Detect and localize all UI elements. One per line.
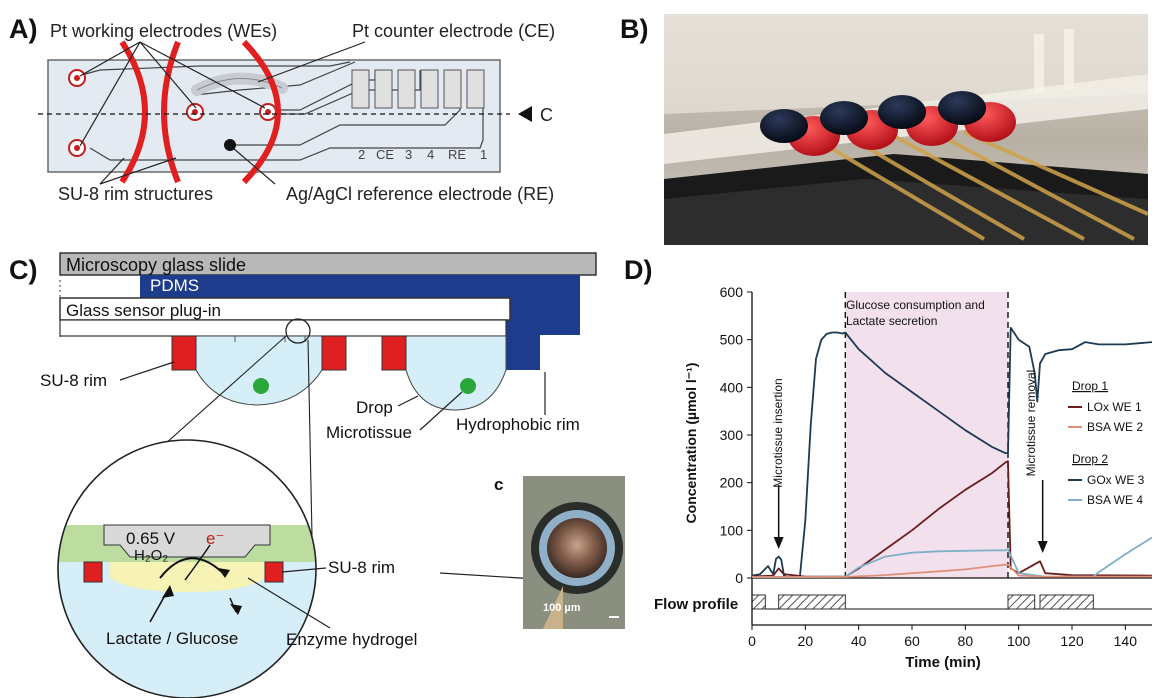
y-tick-label: 400 (720, 379, 744, 395)
zoom-detail (58, 440, 316, 698)
label-drop: Drop (356, 398, 393, 417)
y-tick-label: 500 (720, 332, 744, 348)
insertion-label: Microtissue insertion (771, 378, 785, 487)
legend: Drop 1 LOx WE 1 BSA WE 2 Drop 2 GOx WE 3 BSA … (1068, 379, 1145, 507)
x-tick-label: 120 (1060, 633, 1084, 649)
series-line (752, 563, 1152, 578)
removal-arrowhead (1037, 541, 1048, 553)
inset-micrograph: 100 µm (523, 476, 625, 629)
panel-c-letter: C) (9, 255, 38, 285)
drop-left (195, 335, 323, 406)
x-tick-label: 40 (851, 633, 867, 649)
label-h2o2: H₂O₂ (134, 547, 168, 564)
label-microtissue: Microtissue (326, 423, 412, 442)
panel-d-letter: D) (624, 255, 653, 285)
legend-label: BSA WE 4 (1087, 493, 1143, 507)
flow-block (778, 594, 846, 610)
y-tick-label: 600 (720, 284, 744, 300)
phase-label-1: Glucose consumption and (846, 298, 985, 312)
pad-label-3: 3 (405, 147, 412, 162)
label-su8-rims: SU-8 rim structures (58, 184, 213, 204)
y-tick-label: 100 (720, 522, 744, 538)
label-enzyme-hydrogel: Enzyme hydrogel (286, 630, 417, 649)
pad-label-ce: CE (376, 147, 394, 162)
panel-a-pointers (79, 41, 366, 185)
su8-rim-2 (321, 335, 347, 371)
working-electrodes (68, 69, 277, 157)
label-glass-plugin: Glass sensor plug-in (66, 301, 221, 320)
microtissue-2 (460, 378, 476, 394)
panel-a-chip-diagram: 2 CE 3 4 RE 1 C Pt working electrodes (W… (38, 21, 555, 204)
y-axis-label: Concentration (µmol l⁻¹) (683, 363, 699, 524)
y-tick-label: 200 (720, 475, 744, 491)
label-counter-electrode: Pt counter electrode (CE) (352, 21, 555, 41)
label-voltage: 0.65 V (126, 529, 176, 548)
phase-label-2: Lactate secretion (846, 314, 937, 328)
pad-label-1: 1 (480, 147, 487, 162)
cut-label: C (540, 105, 553, 125)
scalebar-label: 100 µm (543, 602, 581, 614)
label-hydrophobic-rim: Hydrophobic rim (456, 415, 580, 434)
su8-rim-3 (381, 335, 407, 371)
series-line (752, 536, 1153, 578)
x-tick-label: 60 (904, 633, 920, 649)
series-line (751, 460, 1153, 578)
series-line (751, 326, 1153, 578)
flow-block (1007, 594, 1036, 610)
insertion-arrowhead (773, 537, 784, 549)
legend-group-title: Drop 1 (1072, 379, 1108, 393)
legend-label: BSA WE 2 (1087, 420, 1143, 434)
legend-group-title: Drop 2 (1072, 452, 1108, 466)
removal-label: Microtissue removal (1024, 370, 1038, 477)
cut-marker (518, 106, 532, 122)
x-tick-label: 80 (958, 633, 974, 649)
x-tick-label: 20 (798, 633, 814, 649)
label-glass-slide: Microscopy glass slide (66, 255, 246, 275)
panel-b-photo (664, 14, 1148, 245)
label-working-electrodes: Pt working electrodes (WEs) (50, 21, 277, 41)
x-tick-label: 100 (1007, 633, 1031, 649)
panel-b-letter: B) (620, 14, 649, 44)
x-axis-label: Time (min) (905, 654, 981, 671)
label-lactate-glucose: Lactate / Glucose (106, 629, 238, 648)
phase-band (845, 292, 1008, 578)
panel-c-cross-section: Microscopy glass slide PDMS Glass sensor… (40, 252, 597, 698)
y-tick-label: 300 (720, 427, 744, 443)
label-electron: e⁻ (206, 529, 224, 548)
panel-a-letter: A) (9, 14, 38, 44)
legend-label: GOx WE 3 (1087, 473, 1145, 487)
label-reference-electrode: Ag/AgCl reference electrode (RE) (286, 184, 554, 204)
flow-block (1039, 594, 1094, 610)
label-pdms: PDMS (150, 276, 199, 295)
pad-label-2: 2 (358, 147, 365, 162)
legend-label: LOx WE 1 (1087, 400, 1142, 414)
su8-rim-1 (171, 335, 197, 371)
y-tick-label: 0 (735, 570, 743, 586)
x-tick-label: 0 (748, 633, 756, 649)
label-su8-rim: SU-8 rim (40, 371, 107, 390)
label-su8-rim-zoom: SU-8 rim (328, 558, 395, 577)
flow-profile-label: Flow profile (654, 596, 738, 613)
pad-label-re: RE (448, 147, 466, 162)
drop-right (405, 335, 507, 411)
x-tick-label: 140 (1114, 633, 1138, 649)
flow-block (751, 594, 766, 610)
pad-label-4: 4 (427, 147, 434, 162)
microtissue-1 (253, 378, 269, 394)
panel-d-chart: 0 100 200 300 400 500 600 0 20 40 60 80 100 120 140 Co… (654, 284, 1153, 671)
inset-letter: c (494, 475, 503, 494)
